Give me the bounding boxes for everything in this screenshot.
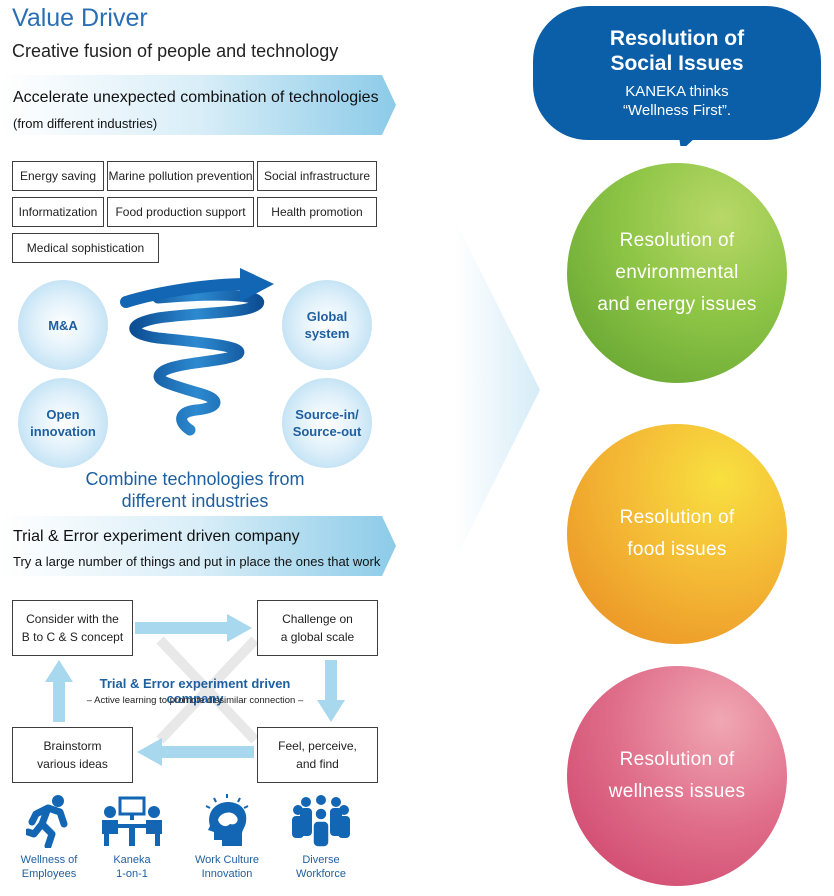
banner-trial-line2: Try a large number of things and put in … [13, 554, 381, 569]
box-challenge-line2: a global scale [280, 630, 355, 644]
icon-work-culture-label-2: Innovation [201, 868, 253, 880]
tag-energy-saving: Energy saving [12, 161, 104, 191]
bubble-source-in-out: Source-in/Source-out [282, 378, 372, 468]
resolution-title: Resolution of Social Issues [533, 26, 821, 76]
icon-item-wellness: Wellness of Employees [4, 794, 94, 881]
circle-wellness-line2: wellness issues [608, 781, 746, 802]
combine-caption: Combine technologies from different indu… [60, 468, 330, 512]
box-consider-line1: Consider with the [26, 612, 119, 626]
page-title: Value Driver [12, 4, 148, 32]
bubble-global-system: Global system [282, 280, 372, 370]
banner-accelerate-line2: (from different industries) [13, 116, 158, 131]
cycle-subtitle: – Active learning to promote dissimilar … [86, 695, 304, 706]
icon-wellness-label-2: Employees [21, 868, 77, 880]
circle-env-line3: and energy issues [597, 294, 757, 315]
tag-informatization: Informatization [12, 197, 104, 227]
box-challenge: Challenge on a global scale [257, 600, 378, 656]
circle-wellness-line1: Resolution of [619, 749, 735, 770]
banner-arrow-shape [0, 75, 396, 135]
resolution-title-line2: Social Issues [610, 52, 744, 75]
bubble-ma-label: M&A [48, 317, 78, 333]
icon-diverse-label-2: Workforce [296, 868, 346, 880]
circle-env-line2: environmental [615, 262, 739, 283]
box-challenge-line1: Challenge on [282, 612, 353, 626]
tag-food-production: Food production support [107, 197, 254, 227]
tag-marine-pollution: Marine pollution prevention [107, 161, 254, 191]
bubble-open-label-1: Open [46, 407, 80, 422]
cycle-title: Trial & Error experiment driven company [99, 676, 291, 706]
box-brainstorm-line1: Brainstorm [43, 739, 102, 753]
bubble-ma: M&A [18, 280, 108, 370]
icon-item-1on1: Kaneka 1-on-1 [87, 794, 177, 881]
resolution-sub-line2: “Wellness First”. [622, 102, 732, 119]
tag-medical-sophistication: Medical sophistication [12, 233, 159, 263]
bubble-open-label-2: innovation [30, 424, 96, 439]
icon-1on1-label-2: 1-on-1 [116, 868, 148, 880]
resolution-title-line1: Resolution of [609, 27, 745, 50]
box-feel-line2: and find [296, 757, 339, 771]
page-subtitle: Creative fusion of people and technology [12, 41, 339, 61]
bubble-global-label-2: system [304, 326, 350, 341]
circle-food: Resolution of food issues [567, 424, 787, 644]
bubble-source-label-2: Source-out [292, 424, 362, 439]
flow-chevron-shape [455, 220, 540, 560]
group-people-icon [292, 795, 350, 848]
circle-environmental: Resolution of environmental and energy iss… [567, 163, 787, 383]
speech-bubble-shape [533, 6, 821, 146]
circle-food-line2: food issues [627, 539, 727, 560]
box-consider: Consider with the B to C & S concept [12, 600, 133, 656]
icon-work-culture-label-1: Work Culture [195, 854, 259, 866]
banner-accelerate: Accelerate unexpected combination of tec… [0, 75, 396, 135]
brain-head-icon [205, 794, 249, 846]
box-feel: Feel, perceive, and find [257, 727, 378, 783]
banner-trial-error: Trial & Error experiment driven company … [0, 516, 396, 576]
box-brainstorm-line2: various ideas [37, 757, 108, 771]
resolution-sub-line1: KANEKA thinks [625, 83, 729, 100]
box-brainstorm: Brainstorm various ideas [12, 727, 133, 783]
box-consider-line2: B to C & S concept [21, 630, 124, 644]
combine-line2: different industries [121, 491, 269, 511]
circle-food-line1: Resolution of [619, 507, 735, 528]
banner-arrow-shape-2 [0, 516, 396, 576]
cycle-arrows [45, 614, 345, 766]
resolution-subtitle: KANEKA thinks “Wellness First”. [533, 82, 821, 120]
running-person-icon [24, 795, 68, 850]
icon-diverse-label-1: Diverse [302, 854, 340, 866]
banner-trial-line1: Trial & Error experiment driven company [13, 528, 300, 545]
tag-social-infrastructure: Social infrastructure [257, 161, 377, 191]
banner-accelerate-line1: Accelerate unexpected combination of tec… [13, 89, 379, 106]
bubble-global-label-1: Global [306, 309, 348, 324]
combine-line1: Combine technologies from [85, 469, 305, 489]
meeting-icon [102, 796, 162, 846]
box-feel-line1: Feel, perceive, [278, 739, 357, 753]
circle-env-line1: Resolution of [619, 230, 735, 251]
bubble-source-label-1: Source-in/ [295, 407, 359, 422]
tag-health-promotion: Health promotion [257, 197, 377, 227]
bubble-open-innovation: Open innovation [18, 378, 108, 468]
icon-1on1-label-1: Kaneka [113, 854, 151, 866]
spiral-arrow-icon [120, 268, 274, 436]
icon-wellness-label-1: Wellness of [20, 854, 78, 866]
circle-wellness: Resolution of wellness issues [567, 666, 787, 886]
